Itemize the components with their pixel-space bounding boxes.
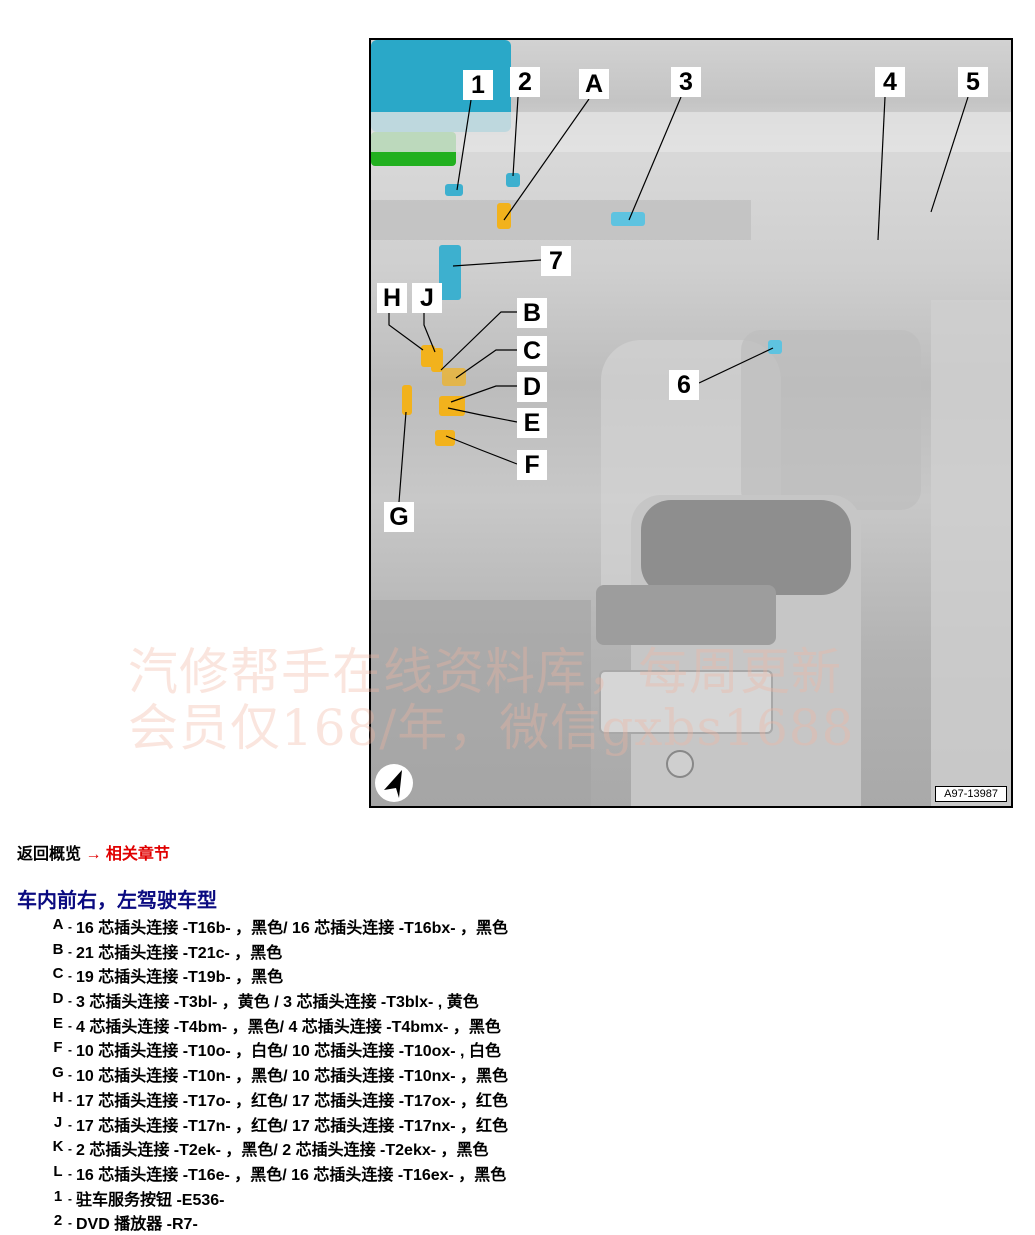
callout-4: 4 [875, 67, 905, 97]
armrest-shape [641, 500, 851, 595]
callout-7: 7 [541, 246, 571, 276]
legend-item: D-3 芯插头连接 -T3bl- ，黄色 / 3 芯插头连接 -T3blx- ,… [50, 988, 508, 1013]
legend-item: 2-DVD 播放器 -R7- [50, 1210, 508, 1235]
callout-e: E [517, 408, 547, 438]
legend-text: DVD 播放器 -R7- [76, 1216, 198, 1234]
callout-1: 1 [463, 70, 493, 100]
legend-item: C-19 芯插头连接 -T19b- ，黑色 [50, 963, 508, 988]
callout-c: C [517, 336, 547, 366]
back-to-overview-link[interactable]: 返回概览 [17, 846, 82, 863]
section-title: 车内前右，左驾驶车型 [17, 890, 217, 912]
legend-text: 10 芯插头连接 -T10n- ，黑色/ 10 芯插头连接 -T10nx- ，黑… [76, 1068, 509, 1086]
connector-a [497, 203, 511, 229]
legend-key: A [52, 916, 64, 933]
legend-separator: - [68, 1092, 72, 1107]
right-trim-shape [931, 300, 1011, 806]
callout-2: 2 [510, 67, 540, 97]
component-3 [611, 212, 645, 226]
legend-key: C [52, 965, 64, 983]
callout-6: 6 [669, 370, 699, 400]
legend-separator: - [68, 1018, 72, 1033]
arrow-right-icon: → [85, 846, 102, 863]
legend-text: 3 芯插头连接 -T3bl- ，黄色 / 3 芯插头连接 -T3blx- , 黄… [76, 994, 479, 1012]
legend-separator: - [68, 1216, 72, 1231]
crossmember-shape [371, 200, 751, 240]
legend-separator: - [68, 1166, 72, 1181]
legend-key: 1 [53, 1187, 63, 1205]
legend-item: L-16 芯插头连接 -T16e- ，黑色/ 16 芯插头连接 -T16ex- … [50, 1161, 508, 1186]
connector-d-e [439, 396, 465, 416]
legend-text: 16 芯插头连接 -T16e- ，黑色/ 16 芯插头连接 -T16ex- ，黑… [76, 1166, 507, 1184]
legend-separator: - [68, 1043, 72, 1058]
connector-g [402, 385, 412, 415]
callout-f: F [517, 450, 547, 480]
component-1 [445, 184, 463, 196]
legend-separator: - [68, 969, 72, 984]
legend-item: B-21 芯插头连接 -T21c- ，黑色 [50, 939, 508, 964]
north-arrow-icon [375, 764, 413, 802]
legend-key: B [52, 940, 64, 958]
legend-key: K [52, 1138, 64, 1156]
legend-separator: - [68, 1117, 72, 1132]
legend-separator: - [68, 920, 72, 934]
connector-c [442, 368, 466, 386]
legend-text: 21 芯插头连接 -T21c- ，黑色 [76, 944, 283, 962]
legend-item: H-17 芯插头连接 -T17o- ，红色/ 17 芯插头连接 -T17ox- … [50, 1087, 508, 1112]
legend-item: G-10 芯插头连接 -T10n- ，黑色/ 10 芯插头连接 -T10nx- … [50, 1062, 508, 1087]
back-navigation: 返回概览 → 相关章节 [17, 840, 170, 864]
legend-text: 4 芯插头连接 -T4bm- ，黑色/ 4 芯插头连接 -T4bmx- ，黑色 [76, 1018, 501, 1036]
legend-item: F-10 芯插头连接 -T10o- ，白色/ 10 芯插头连接 -T10ox- … [50, 1037, 508, 1062]
callout-j: J [412, 283, 442, 313]
rear-panel-shape [599, 670, 773, 734]
callout-5: 5 [958, 67, 988, 97]
legend-item: 1-驻车服务按钮 -E536- [50, 1186, 508, 1211]
legend-key: E [52, 1014, 63, 1032]
front-console-shape [741, 330, 921, 510]
connector-j [431, 348, 443, 372]
rear-knob-shape [666, 750, 694, 778]
legend-text: 19 芯插头连接 -T19b- ，黑色 [76, 969, 284, 987]
legend-text: 驻车服务按钮 -E536- [76, 1191, 225, 1209]
legend-text: 16 芯插头连接 -T16b- ，黑色/ 16 芯插头连接 -T16bx- ，黑… [76, 920, 509, 937]
legend-key: G [52, 1064, 64, 1082]
legend-text: 2 芯插头连接 -T2ek- ，黑色/ 2 芯插头连接 -T2ekx- ，黑色 [76, 1142, 489, 1160]
legend-key: F [53, 1039, 63, 1057]
rear-vent-shape [596, 585, 776, 645]
legend-key: D [52, 990, 64, 1008]
legend-separator: - [68, 1191, 72, 1206]
dashboard-shape [371, 112, 1011, 152]
related-chapters-link[interactable]: 相关章节 [105, 846, 170, 863]
callout-b: B [517, 298, 547, 328]
legend-item: A-16 芯插头连接 -T16b- ，黑色/ 16 芯插头连接 -T16bx- … [50, 914, 508, 939]
component-2 [506, 173, 520, 187]
legend-separator: - [68, 994, 72, 1009]
component-7 [439, 245, 461, 300]
figure-id-label: A97-13987 [935, 786, 1007, 802]
callout-h: H [377, 283, 407, 313]
legend-text: 10 芯插头连接 -T10o- ，白色/ 10 芯插头连接 -T10ox- , … [76, 1043, 501, 1061]
legend-key: H [52, 1088, 64, 1106]
legend-item: J-17 芯插头连接 -T17n- ，红色/ 17 芯插头连接 -T17nx- … [50, 1112, 508, 1137]
component-6 [768, 340, 782, 354]
legend-separator: - [68, 1142, 72, 1157]
callout-d: D [517, 372, 547, 402]
legend-list: A-16 芯插头连接 -T16b- ，黑色/ 16 芯插头连接 -T16bx- … [50, 914, 508, 1235]
callout-g: G [384, 502, 414, 532]
legend-text: 17 芯插头连接 -T17n- ，红色/ 17 芯插头连接 -T17nx- ，红… [76, 1117, 509, 1135]
connector-f [435, 430, 455, 446]
legend-separator: - [68, 944, 72, 959]
legend-key: L [53, 1162, 63, 1180]
legend-key: J [53, 1113, 63, 1131]
legend-item: K-2 芯插头连接 -T2ek- ，黑色/ 2 芯插头连接 -T2ekx- ，黑… [50, 1136, 508, 1161]
component-location-figure: 1 2 A 3 4 5 7 H J B C D E F G 6 A97-1398… [369, 38, 1013, 808]
callout-lines [388, 96, 969, 503]
legend-key: 2 [53, 1212, 63, 1230]
legend-text: 17 芯插头连接 -T17o- ，红色/ 17 芯插头连接 -T17ox- ，红… [76, 1092, 509, 1110]
legend-separator: - [68, 1068, 72, 1083]
callout-3: 3 [671, 67, 701, 97]
legend-item: E-4 芯插头连接 -T4bm- ，黑色/ 4 芯插头连接 -T4bmx- ，黑… [50, 1013, 508, 1038]
callout-a: A [579, 69, 609, 99]
